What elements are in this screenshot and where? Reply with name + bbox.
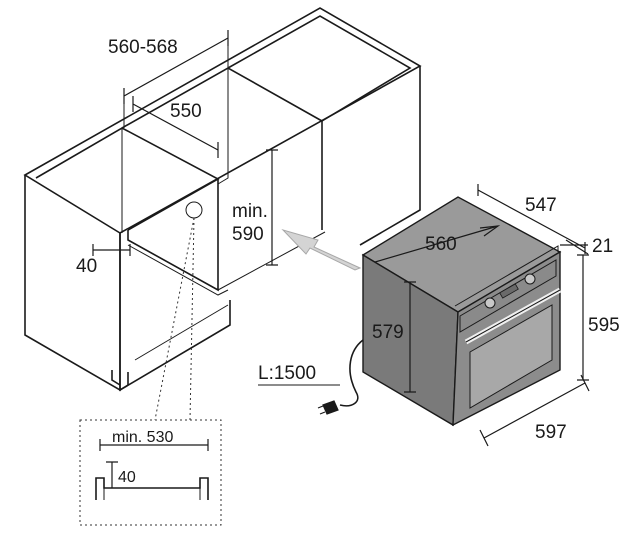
cabinet-right-side — [359, 66, 421, 246]
dim-line-550 — [132, 96, 219, 158]
cabinet-unit — [23, 7, 422, 421]
dim-line-min-530 — [99, 439, 209, 451]
cabinet-left-side — [24, 175, 121, 392]
oven-knob-left-icon — [484, 297, 496, 309]
detail-magnifier-circle — [185, 201, 203, 219]
oven-knob-right-icon — [524, 273, 536, 285]
cabinet-drawer-line — [134, 304, 229, 361]
dim-line-40-side — [92, 244, 131, 256]
label-590: 590 — [232, 224, 264, 245]
dim-line-21 — [560, 239, 589, 255]
cabinet-top-inner-mid — [121, 67, 323, 129]
detail-profile-inner — [103, 488, 201, 500]
cabinet-top-inner-left — [35, 127, 220, 231]
niche-outline — [127, 179, 219, 292]
niche-floor — [127, 231, 326, 291]
detail-leader-1 — [154, 217, 195, 421]
ext-560-568 — [123, 38, 229, 128]
label-560-568: 560-568 — [108, 37, 178, 58]
dim-line-560 — [374, 225, 499, 263]
label-547: 547 — [525, 195, 557, 216]
label-min: min. — [232, 201, 268, 222]
cabinet-plinth — [111, 370, 129, 391]
label-597: 597 — [535, 422, 567, 443]
label-560: 560 — [425, 234, 457, 255]
oven-door-window — [469, 304, 553, 409]
label-550: 550 — [170, 101, 202, 122]
cable-wire — [339, 339, 364, 407]
cabinet-top-inner-right — [227, 15, 412, 122]
niche-back-mid — [217, 68, 229, 185]
oven-display — [499, 283, 519, 299]
label-595: 595 — [588, 315, 620, 336]
dim-line-min-590 — [266, 149, 278, 266]
label-40-side: 40 — [76, 256, 97, 277]
label-579: 579 — [372, 322, 404, 343]
label-min-530: min. 530 — [112, 429, 173, 446]
dim-line-597 — [479, 374, 590, 447]
label-21: 21 — [592, 236, 613, 257]
plug-icon — [317, 400, 339, 415]
cabinet-dimensions: 560-568 550 min. 590 40 — [76, 30, 278, 277]
oven-dimensions: 547 560 21 595 579 597 — [372, 184, 620, 447]
dim-line-579 — [404, 281, 416, 393]
insert-arrow — [281, 229, 362, 271]
detail-box-frame — [79, 419, 222, 526]
detail-box: min. 530 40 — [79, 419, 222, 526]
oven-unit — [361, 196, 562, 427]
oven-front-frame — [454, 245, 559, 307]
dim-line-detail-40 — [106, 461, 118, 488]
detail-profile — [95, 477, 209, 500]
niche-shelf — [127, 244, 229, 296]
power-cable: L:1500 — [258, 339, 364, 415]
cabinet-front — [119, 233, 231, 392]
detail-leader-2 — [189, 217, 195, 421]
label-cable-length: L:1500 — [258, 363, 316, 384]
label-detail-40: 40 — [118, 469, 136, 486]
